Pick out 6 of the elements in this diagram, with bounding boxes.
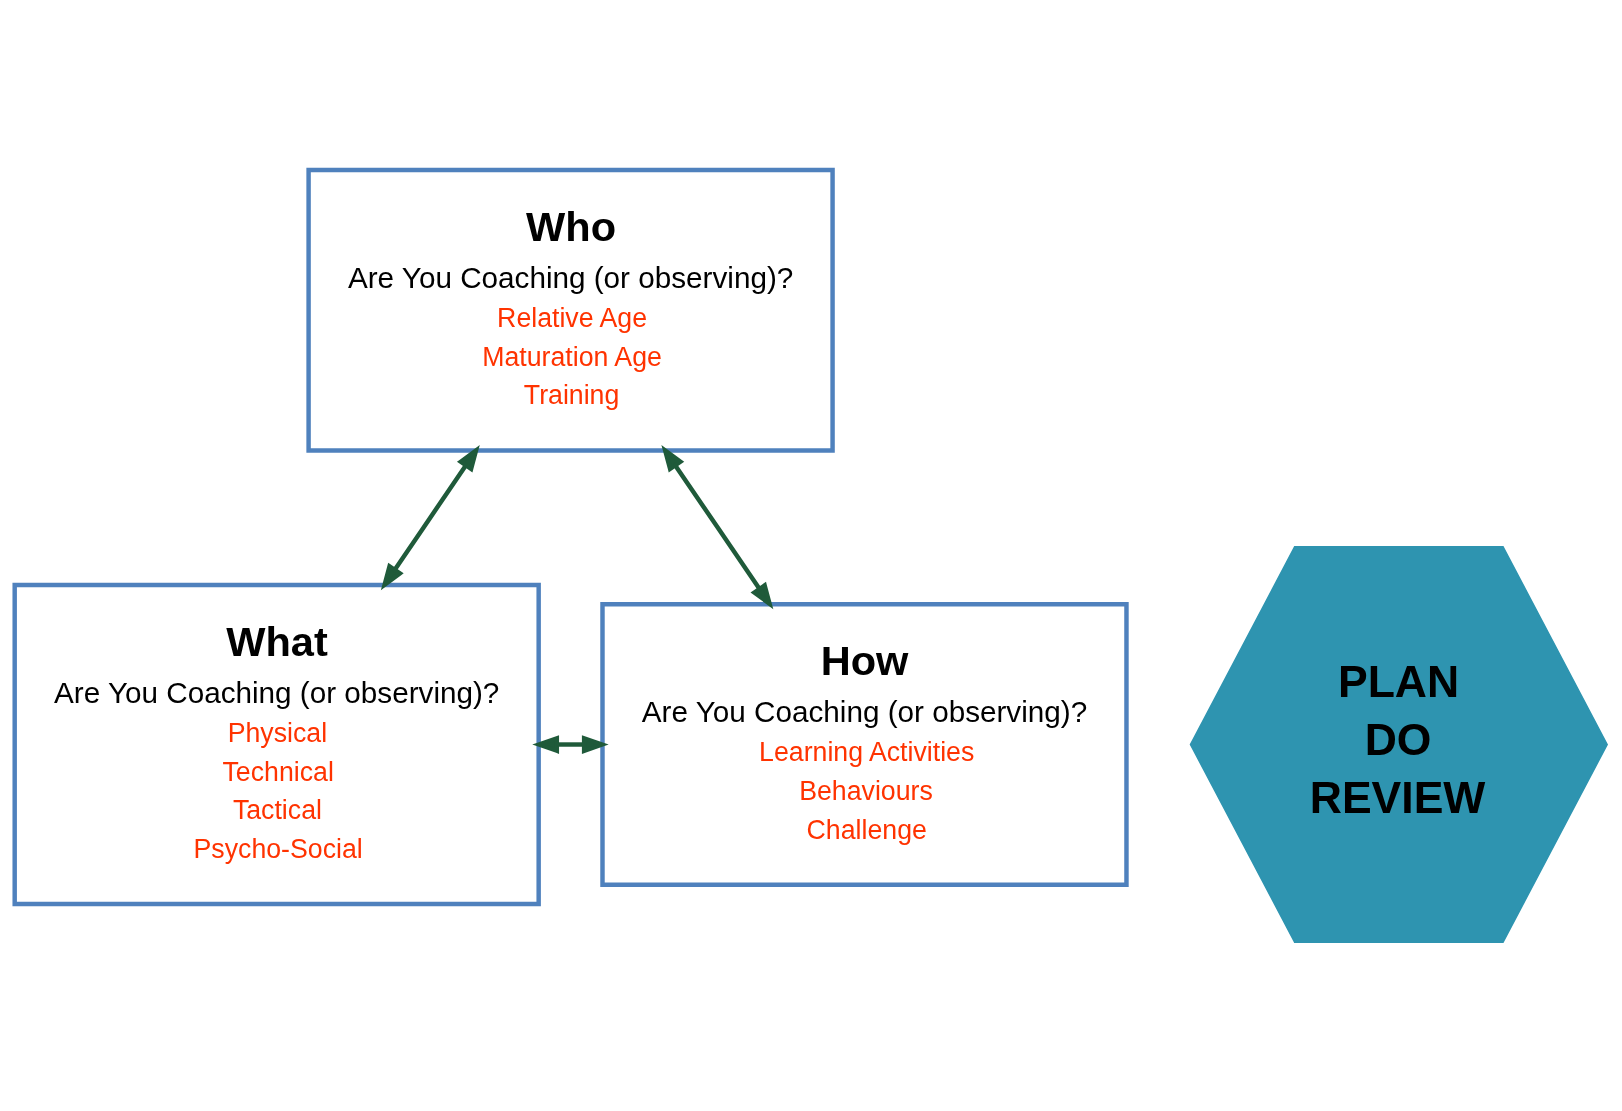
- arrow: [532, 734, 609, 754]
- node-box: Who Are You Coaching (or observing)? Relative Age Maturation Age Training: [306, 167, 835, 453]
- arrow: [380, 444, 480, 590]
- node-box: How Are You Coaching (or observing)? Learning Activities Behaviours Challenge: [600, 601, 1129, 887]
- node-box: What Are You Coaching (or observing)? Physical Technical Tactical Psycho-Social: [12, 582, 541, 906]
- arrow: [661, 444, 774, 609]
